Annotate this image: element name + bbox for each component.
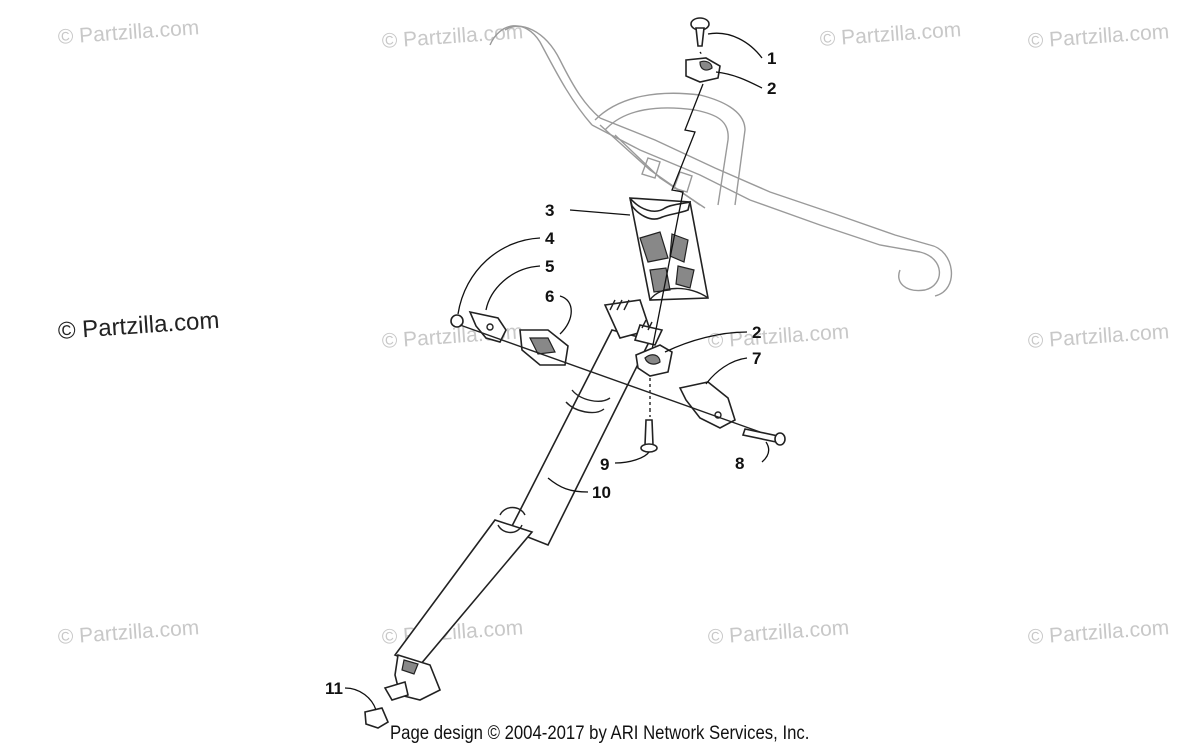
lower-clamp <box>635 344 673 377</box>
callout-label: 9 <box>600 455 610 474</box>
bottom-nut <box>364 680 409 729</box>
alignment-line <box>649 83 704 361</box>
handlebar-outline <box>489 25 952 297</box>
right-mount-parts <box>640 381 786 453</box>
callout-label: 8 <box>735 454 745 473</box>
callout-label: 3 <box>545 201 555 220</box>
callout-label: 6 <box>545 287 555 306</box>
callout-label: 4 <box>545 229 555 248</box>
mount-axis-line <box>459 324 761 433</box>
callout-label: 7 <box>752 349 762 368</box>
callout-leaders <box>344 32 770 711</box>
copyright-footer: Page design © 2004-2017 by ARI Network S… <box>390 723 810 744</box>
callout-label: 11 <box>325 679 343 698</box>
left-mount-parts <box>450 310 569 366</box>
callout-label: 1 <box>767 49 777 68</box>
riser-block <box>629 197 709 301</box>
callout-label: 10 <box>592 483 611 502</box>
callout-label: 2 <box>752 323 762 342</box>
steering-post-tube <box>393 299 664 701</box>
callout-label: 2 <box>767 79 777 98</box>
callout-label: 5 <box>545 257 555 276</box>
upper-clamp-and-bolt <box>685 17 721 83</box>
